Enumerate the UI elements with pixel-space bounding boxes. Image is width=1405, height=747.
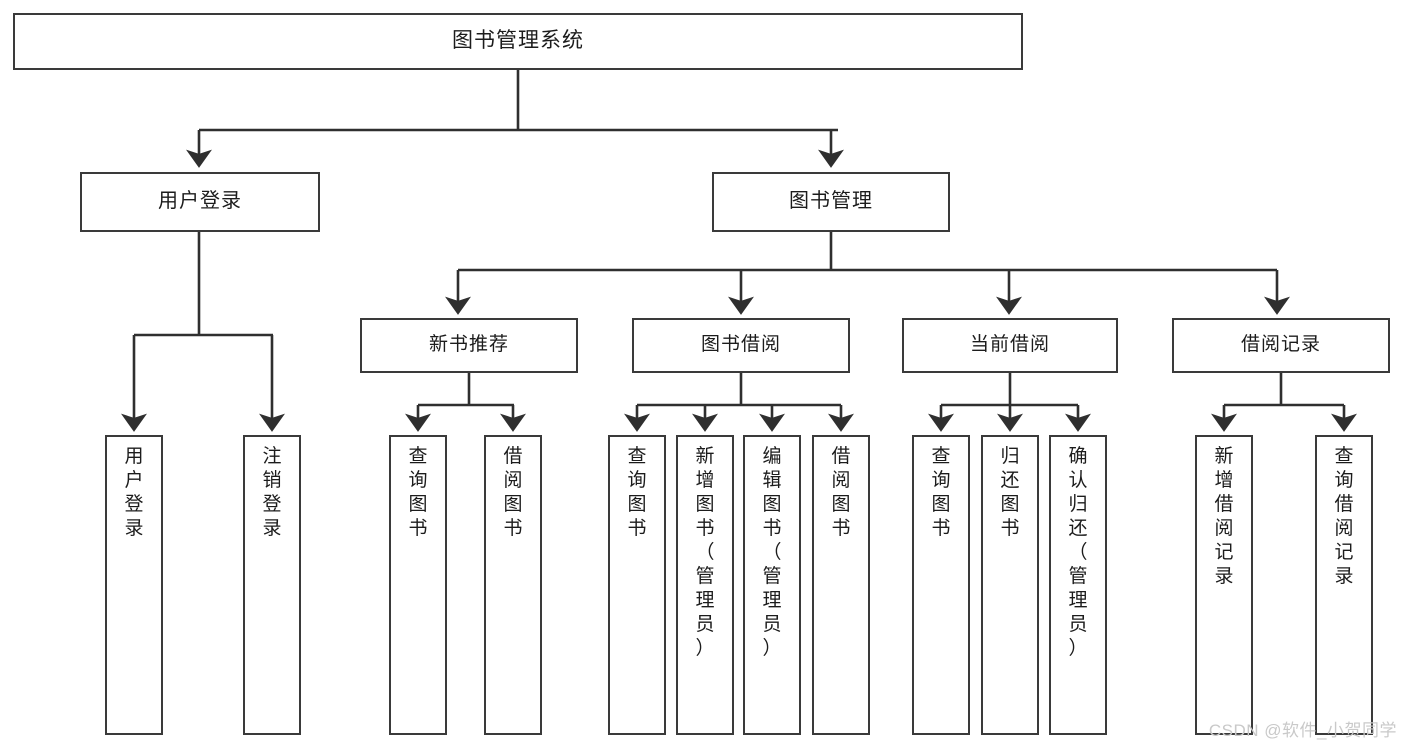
node-label: 查 询 图 书: [627, 446, 647, 539]
node-label: 图书借阅: [700, 334, 781, 356]
node-label: 归 还 图 书: [1000, 446, 1020, 539]
node-label: 查 询 图 书: [408, 446, 428, 539]
leaf-query-borrow-record[interactable]: 查 询 借 阅 记 录: [1315, 435, 1373, 735]
node-label: 当前借阅: [969, 334, 1050, 356]
node-label: 新 增 图 书 （ 管 理 员 ）: [695, 446, 715, 659]
leaf-edit-book-admin[interactable]: 编 辑 图 书 （ 管 理 员 ）: [743, 435, 801, 735]
leaf-logout-login[interactable]: 注 销 登 录: [243, 435, 301, 735]
node-label: 新 增 借 阅 记 录: [1214, 446, 1234, 587]
node-book-borrow[interactable]: 图书借阅: [632, 318, 850, 373]
watermark-text: CSDN @软件_小贺同学: [1208, 721, 1397, 740]
node-label: 用户登录: [158, 190, 242, 213]
node-label: 图书管理: [789, 190, 873, 213]
node-label: 注 销 登 录: [262, 446, 282, 539]
node-label: 新书推荐: [428, 334, 509, 356]
node-user-login[interactable]: 用户登录: [80, 172, 320, 232]
leaf-return-book[interactable]: 归 还 图 书: [981, 435, 1039, 735]
leaf-query-books-new[interactable]: 查 询 图 书: [389, 435, 447, 735]
node-label: 确 认 归 还 （ 管 理 员 ）: [1068, 446, 1088, 659]
leaf-add-borrow-record[interactable]: 新 增 借 阅 记 录: [1195, 435, 1253, 735]
node-label: 借 阅 图 书: [503, 446, 523, 539]
node-label: 用 户 登 录: [124, 446, 144, 539]
node-label: 查 询 借 阅 记 录: [1334, 446, 1354, 587]
leaf-add-book-admin[interactable]: 新 增 图 书 （ 管 理 员 ）: [676, 435, 734, 735]
leaf-query-books-current[interactable]: 查 询 图 书: [912, 435, 970, 735]
leaf-confirm-return-admin[interactable]: 确 认 归 还 （ 管 理 员 ）: [1049, 435, 1107, 735]
node-current-borrow[interactable]: 当前借阅: [902, 318, 1118, 373]
node-book-management[interactable]: 图书管理: [712, 172, 950, 232]
node-borrow-record[interactable]: 借阅记录: [1172, 318, 1390, 373]
node-new-book-recommend[interactable]: 新书推荐: [360, 318, 578, 373]
node-label: 借 阅 图 书: [831, 446, 851, 539]
node-label: 图书管理系统: [452, 29, 584, 53]
node-label: 借阅记录: [1240, 334, 1321, 356]
leaf-borrow-books-new[interactable]: 借 阅 图 书: [484, 435, 542, 735]
leaf-borrow-book[interactable]: 借 阅 图 书: [812, 435, 870, 735]
node-label: 查 询 图 书: [931, 446, 951, 539]
leaf-query-books-borrow[interactable]: 查 询 图 书: [608, 435, 666, 735]
leaf-user-login[interactable]: 用 户 登 录: [105, 435, 163, 735]
node-label: 编 辑 图 书 （ 管 理 员 ）: [762, 446, 782, 659]
node-root-system[interactable]: 图书管理系统: [13, 13, 1023, 70]
